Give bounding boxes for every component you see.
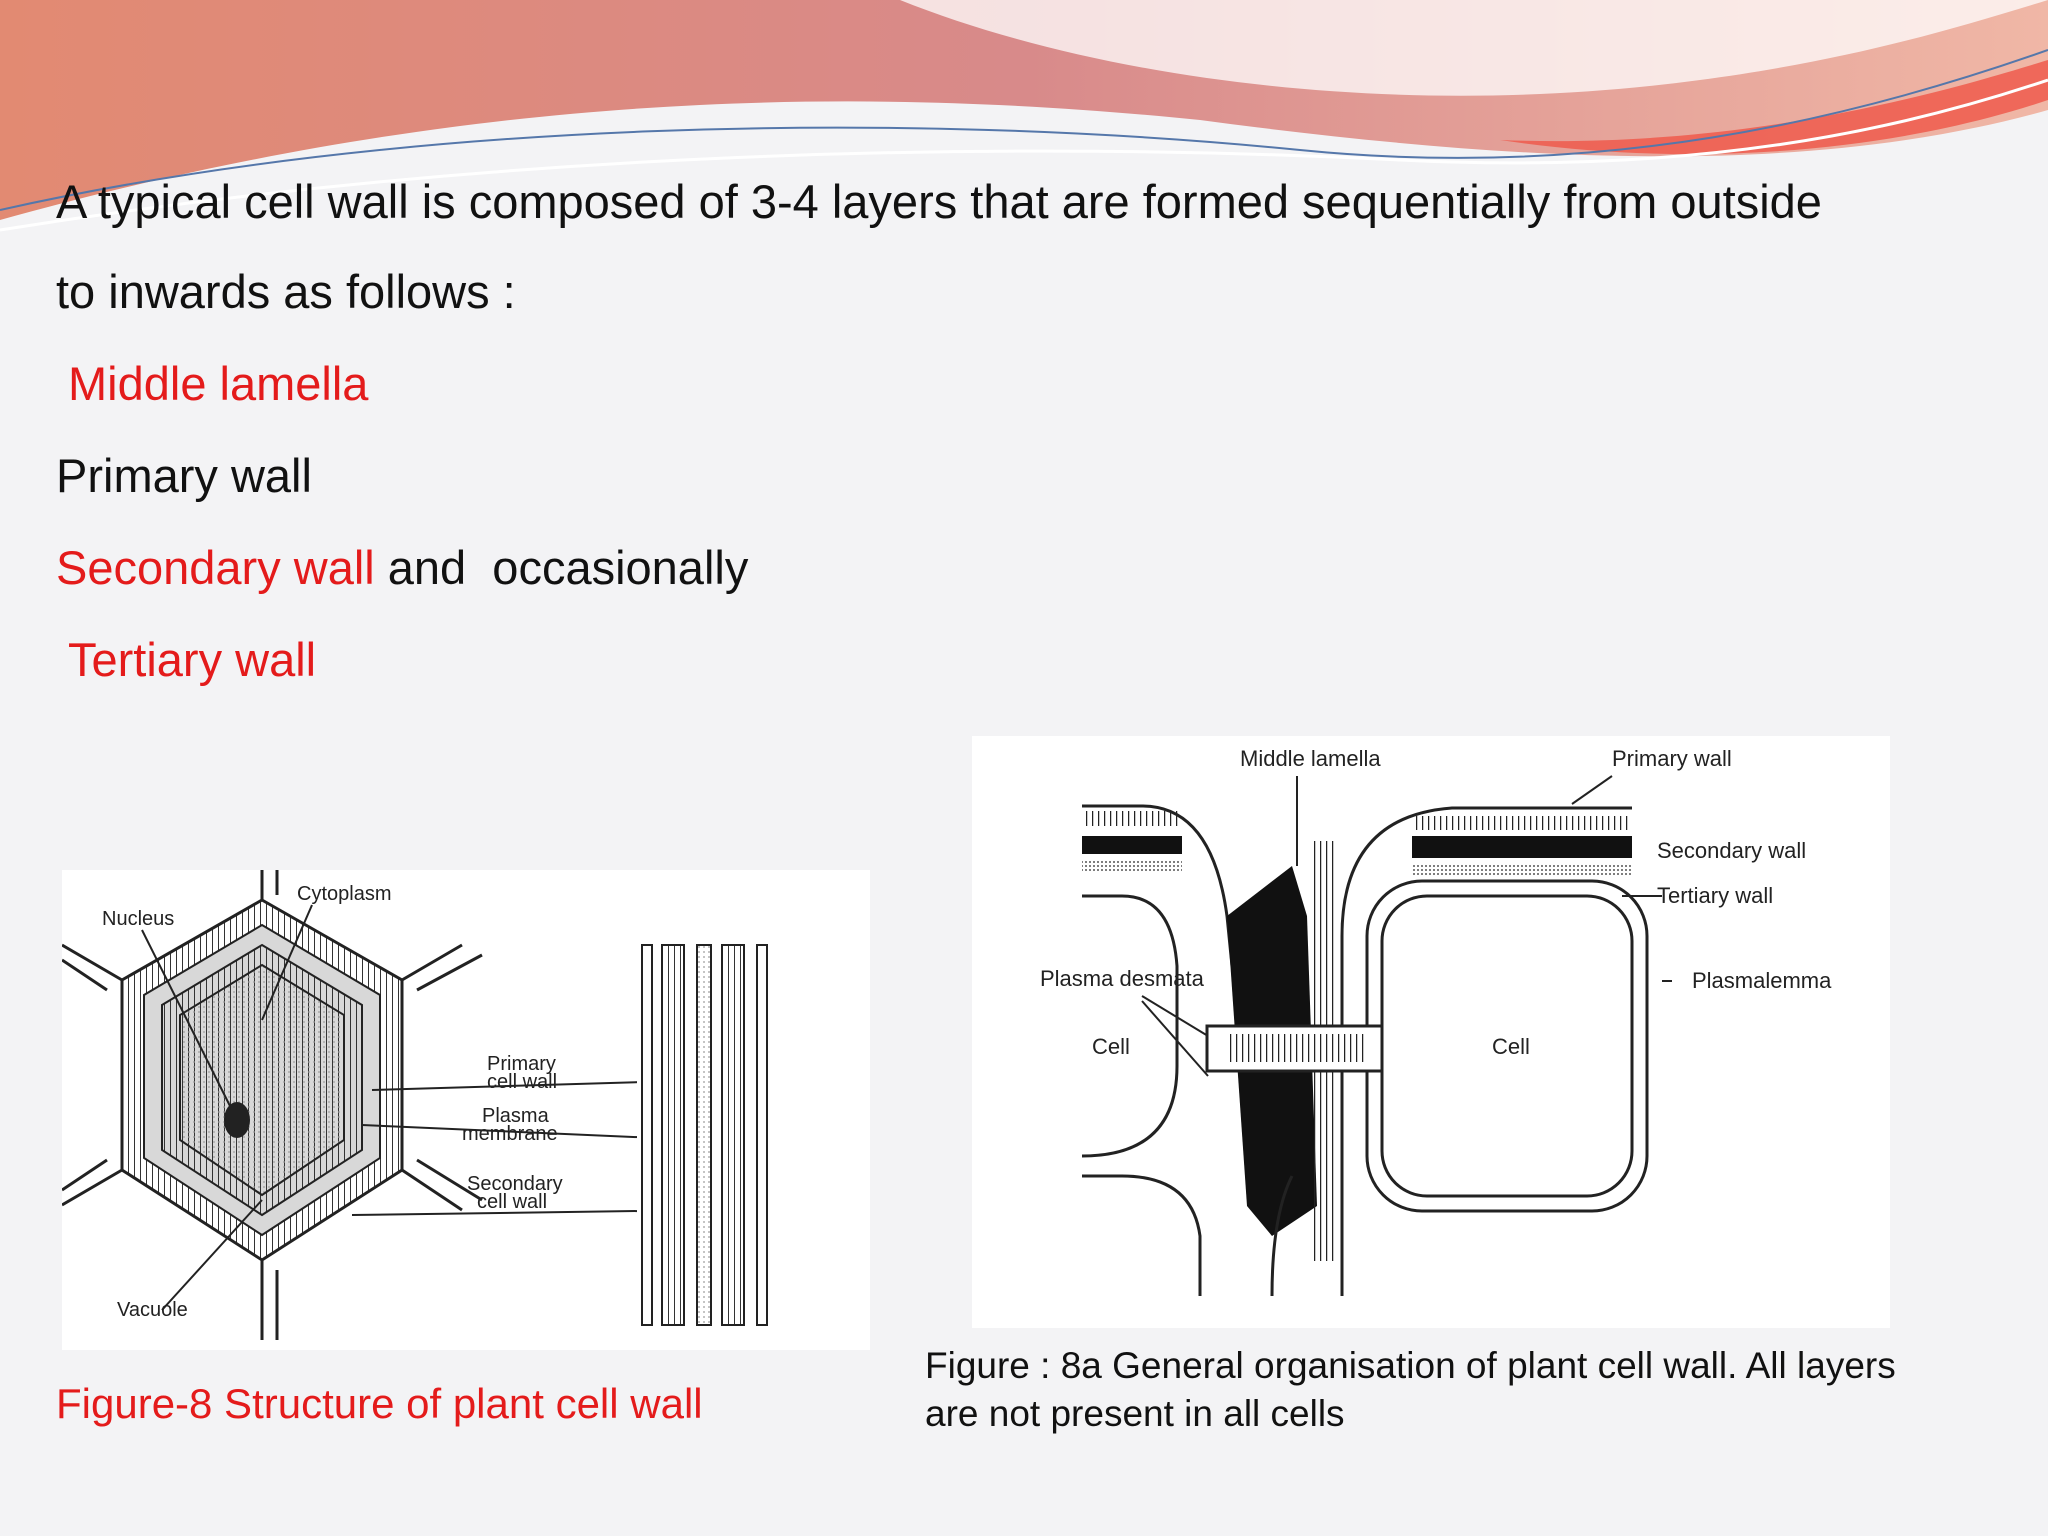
intro-line-2: to inwards as follows : <box>56 265 516 318</box>
label-middle-lamella: Middle lamella <box>1240 746 1381 771</box>
label-plasma-2: membrane <box>462 1123 558 1145</box>
label-cell-right: Cell <box>1492 1034 1530 1059</box>
label-cytoplasm: Cytoplasm <box>297 883 391 905</box>
label-plasma-1: Plasma <box>482 1105 550 1127</box>
intro-line-1: A typical cell wall is composed of 3-4 l… <box>56 175 1822 228</box>
label-cell-left: Cell <box>1092 1034 1130 1059</box>
label-plasmalemma: Plasmalemma <box>1692 968 1832 993</box>
label-nucleus: Nucleus <box>102 908 174 930</box>
label-primary-1: Primary <box>487 1053 556 1075</box>
label-tertiary-wall: Tertiary wall <box>1657 883 1773 908</box>
figure-8-image: Cytoplasm Nucleus Primary cell wall Plas… <box>61 870 870 1350</box>
layer-secondary-suffix: and occasionally <box>374 541 749 594</box>
figure-8a-caption: Figure : 8a General organisation of plan… <box>925 1345 1896 1434</box>
label-secondary-2: cell wall <box>477 1191 547 1213</box>
label-primary-2: cell wall <box>487 1071 557 1093</box>
layer-tertiary-wall: Tertiary wall <box>68 633 317 686</box>
layer-secondary-wall: Secondary wall <box>56 541 375 594</box>
label-vacuole: Vacuole <box>117 1299 188 1321</box>
layer-secondary-wall-line: Secondary wall and occasionally <box>56 540 748 595</box>
label-secondary-1: Secondary <box>467 1173 563 1195</box>
figure-8a-image: Middle lamella Primary wall Secondary wa… <box>972 736 1890 1328</box>
layer-middle-lamella: Middle lamella <box>68 357 369 410</box>
label-primary-wall: Primary wall <box>1612 746 1732 771</box>
label-secondary-wall: Secondary wall <box>1657 838 1806 863</box>
label-plasma-desmata: Plasma desmata <box>1040 966 1205 991</box>
layer-primary-wall: Primary wall <box>56 449 312 502</box>
figure-8-caption: Figure-8 Structure of plant cell wall <box>56 1380 703 1427</box>
